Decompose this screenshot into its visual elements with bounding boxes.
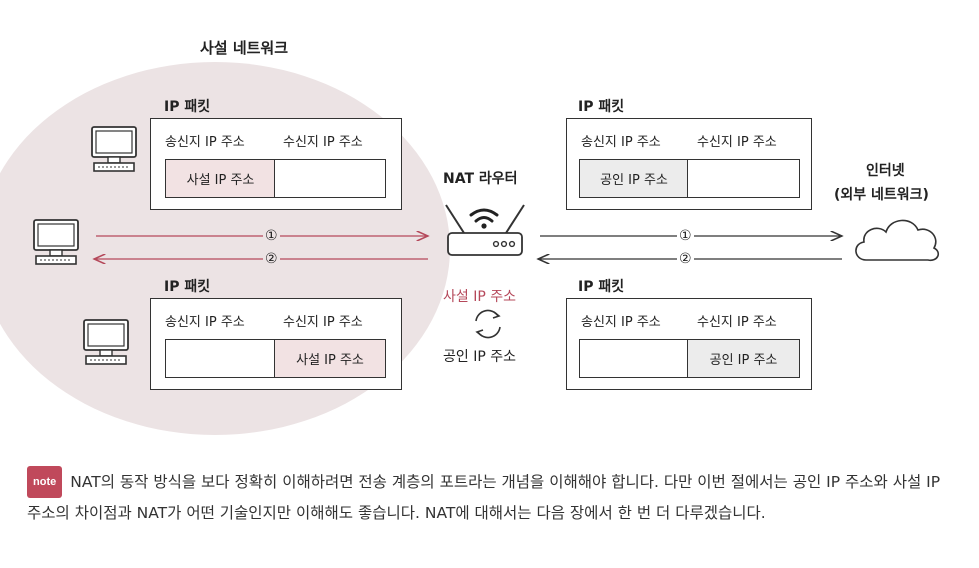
destination-header: 수신지 IP 주소 — [283, 315, 363, 330]
packet-public-outgoing: 송신지 IP 주소 수신지 IP 주소 공인 IP 주소 — [566, 118, 812, 210]
packet-label: IP 패킷 — [578, 99, 625, 115]
computer-icon — [83, 319, 129, 365]
source-header: 송신지 IP 주소 — [165, 135, 245, 150]
step-two-label: ② — [677, 251, 694, 267]
packet-label: IP 패킷 — [164, 99, 211, 115]
internet-title: 인터넷 — [866, 163, 905, 179]
translate-to-label: 공인 IP 주소 — [443, 349, 516, 365]
source-header: 송신지 IP 주소 — [581, 315, 661, 330]
packet-label: IP 패킷 — [578, 279, 625, 295]
source-cell: 공인 IP 주소 — [579, 159, 689, 198]
destination-header: 수신지 IP 주소 — [697, 135, 777, 150]
source-cell: 사설 IP 주소 — [165, 159, 276, 198]
destination-cell — [687, 159, 800, 198]
step-one-label: ① — [677, 228, 694, 244]
packet-private-incoming: 송신지 IP 주소 수신지 IP 주소 사설 IP 주소 — [150, 298, 402, 390]
private-network-title: 사설 네트워크 — [200, 39, 289, 57]
router-title: NAT 라우터 — [443, 171, 518, 187]
computer-icon — [91, 126, 137, 172]
source-header: 송신지 IP 주소 — [581, 135, 661, 150]
source-header: 송신지 IP 주소 — [165, 315, 245, 330]
note-badge: note — [27, 466, 63, 498]
cloud-icon — [855, 219, 940, 262]
internet-subtitle: (외부 네트워크) — [834, 187, 929, 203]
source-cell — [579, 339, 689, 378]
step-two-label: ② — [263, 251, 280, 267]
step-one-label: ① — [263, 228, 280, 244]
packet-public-incoming: 송신지 IP 주소 수신지 IP 주소 공인 IP 주소 — [566, 298, 812, 390]
destination-header: 수신지 IP 주소 — [697, 315, 777, 330]
swap-icon — [475, 309, 501, 339]
router-icon — [445, 204, 525, 256]
computer-icon — [33, 219, 79, 265]
note-text: NAT의 동작 방식을 보다 정확히 이해하려면 전송 계층의 포트라는 개념을… — [27, 473, 941, 522]
destination-cell: 공인 IP 주소 — [687, 339, 800, 378]
destination-cell: 사설 IP 주소 — [274, 339, 386, 378]
destination-cell — [274, 159, 386, 198]
source-cell — [165, 339, 276, 378]
packet-private-outgoing: 송신지 IP 주소 수신지 IP 주소 사설 IP 주소 — [150, 118, 402, 210]
packet-label: IP 패킷 — [164, 279, 211, 295]
destination-header: 수신지 IP 주소 — [283, 135, 363, 150]
translate-from-label: 사설 IP 주소 — [443, 289, 516, 305]
